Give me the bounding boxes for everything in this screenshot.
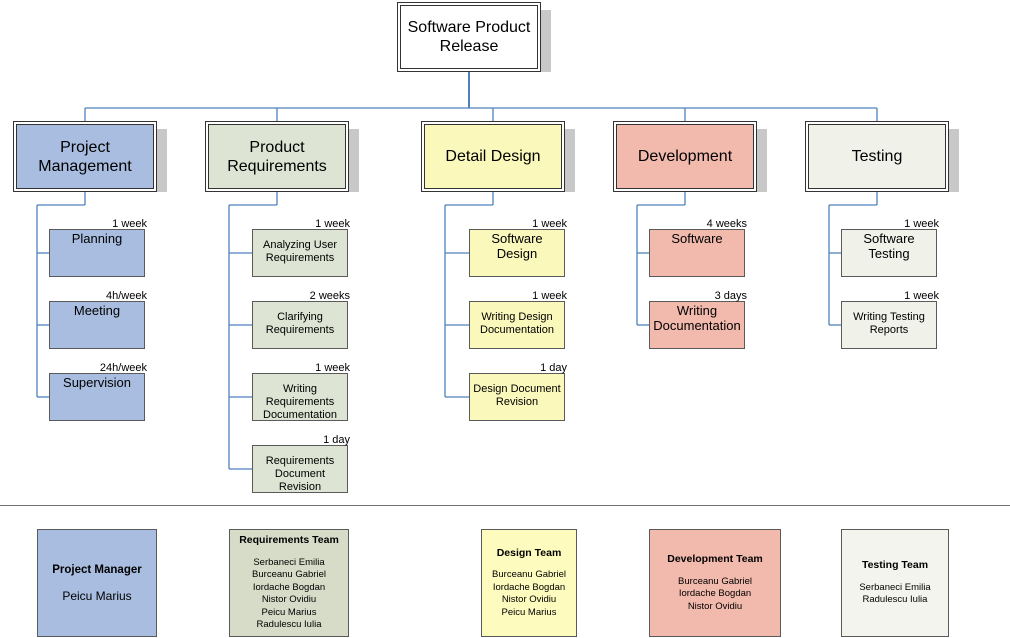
task-duration: 2 weeks bbox=[309, 290, 350, 302]
team-title: Project Manager bbox=[52, 563, 142, 576]
phase-detail-design: Detail Design bbox=[421, 121, 565, 192]
task-software: Software bbox=[649, 229, 745, 277]
task-duration: 1 week bbox=[532, 290, 567, 302]
task-planning: Planning bbox=[49, 229, 145, 277]
phase-label: Development bbox=[637, 148, 733, 165]
team-member: Peicu Marius bbox=[501, 606, 557, 618]
team-member: Burceanu Gabriel bbox=[492, 569, 566, 581]
team-title: Design Team bbox=[496, 546, 562, 559]
task-label: Supervision bbox=[63, 375, 131, 390]
task-label: Planning bbox=[71, 231, 123, 246]
task-duration: 1 week bbox=[532, 218, 567, 230]
team-member: Serbaneci Emilia bbox=[859, 581, 931, 593]
team-title: Requirements Team bbox=[239, 534, 339, 547]
task-duration: 1 week bbox=[315, 362, 350, 374]
team-member: Iordache Bogdan bbox=[492, 581, 566, 593]
task-label: Meeting bbox=[73, 303, 121, 318]
task-duration: 1 day bbox=[540, 362, 567, 374]
task-duration: 1 week bbox=[112, 218, 147, 230]
task-duration: 4 weeks bbox=[706, 218, 747, 230]
task-duration: 1 day bbox=[323, 434, 350, 446]
task-duration: 24h/week bbox=[99, 362, 147, 374]
team-member-list: Peicu Marius bbox=[62, 590, 131, 603]
team-member: Peicu Marius bbox=[62, 589, 132, 603]
task-label: Software bbox=[671, 231, 723, 246]
team-member: Nistor Ovidiu bbox=[261, 594, 317, 606]
phase-testing: Testing bbox=[805, 121, 949, 192]
phase-development: Development bbox=[613, 121, 757, 192]
team-member: Nistor Ovidiu bbox=[501, 594, 557, 606]
team-member: Burceanu Gabriel bbox=[252, 569, 326, 581]
task-duration: 1 week bbox=[904, 290, 939, 302]
team-member: Burceanu Gabriel bbox=[678, 575, 752, 587]
phase-label: Testing bbox=[851, 148, 903, 165]
task-duration: 3 days bbox=[714, 290, 747, 302]
team-member: Radulescu Iulia bbox=[256, 619, 322, 631]
section-divider bbox=[0, 505, 1010, 506]
team-title: Development Team bbox=[667, 553, 763, 565]
task-duration: 1 week bbox=[904, 218, 939, 230]
team-member: Iordache Bogdan bbox=[252, 581, 326, 593]
task-duration: 4h/week bbox=[106, 290, 147, 302]
task-meeting: Meeting bbox=[49, 301, 145, 349]
team-title: Testing Team bbox=[861, 559, 929, 572]
phase-label: Detail Design bbox=[445, 148, 541, 165]
team-member: Radulescu Iulia bbox=[862, 594, 928, 606]
team-member: Iordache Bogdan bbox=[678, 588, 752, 599]
task-duration: 1 week bbox=[315, 218, 350, 230]
team-member: Peicu Marius bbox=[261, 606, 317, 618]
team-member: Serbaneci Emilia bbox=[253, 556, 325, 568]
team-member: Nistor Ovidiu bbox=[687, 600, 743, 612]
task-supervision: Supervision bbox=[49, 373, 145, 421]
